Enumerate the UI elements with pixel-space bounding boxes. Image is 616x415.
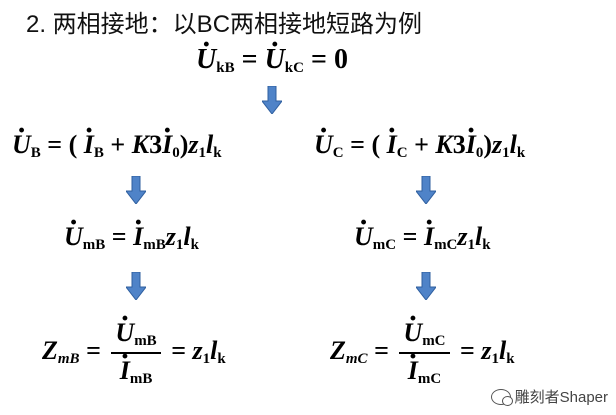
equation-top: UkB = UkC = 0 [196,44,348,77]
down-arrow-icon-left-2 [126,272,146,300]
down-arrow-icon-left-1 [126,176,146,204]
wechat-icon [490,388,513,406]
watermark-text: 雕刻者Shaper [514,389,608,406]
down-arrow-icon-right-2 [416,272,436,300]
equation-left-2: UmB = ImBz1lk [64,222,199,254]
fraction: UmB ImB [111,318,161,388]
equation-right-3: ZmC = UmC ImC = z1lk [330,318,515,388]
equation-left-1: UB = ( IB + K3I0)z1lk [12,130,222,162]
down-arrow-icon-top [262,86,282,114]
fraction: UmC ImC [399,318,450,388]
watermark: 雕刻者Shaper [490,386,608,407]
equation-left-3: ZmB = UmB ImB = z1lk [42,318,226,388]
equation-right-1: UC = ( IC + K3I0)z1lk [314,130,525,162]
down-arrow-icon-right-1 [416,176,436,204]
slide-title: 2. 两相接地：以BC两相接地短路为例 [26,11,423,38]
equation-right-2: UmC = ImCz1lk [354,222,491,254]
